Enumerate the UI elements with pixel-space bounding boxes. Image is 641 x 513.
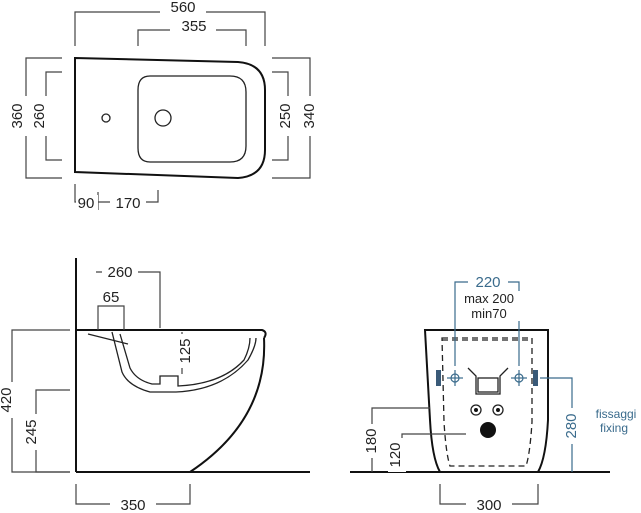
- rear-view: 220 max 200 min70 180 120 280 fissaggi f…: [350, 274, 636, 513]
- dim-560: 560: [170, 0, 195, 16]
- dim-170: 170: [115, 195, 140, 212]
- label-min-70: min70: [471, 306, 506, 321]
- label-fissaggi: fissaggi: [596, 407, 637, 421]
- side-view-body: [189, 337, 266, 473]
- side-view-bowl-inner: [119, 333, 251, 387]
- rear-view-drain: [480, 422, 496, 438]
- dim-280: 280: [563, 413, 580, 438]
- dim-180: 180: [363, 428, 380, 453]
- dim-125: 125: [177, 338, 194, 363]
- side-view: 260 65 125 420 245 350: [0, 258, 310, 513]
- fixing-marker-left: [436, 370, 441, 386]
- fixing-point-right: [511, 370, 527, 386]
- top-view-outline: [74, 56, 266, 180]
- dim-245: 245: [23, 419, 40, 444]
- dim-420: 420: [0, 387, 15, 412]
- top-view-drain: [154, 109, 172, 127]
- dim-line-65: [97, 305, 125, 330]
- side-view-rim: [76, 329, 267, 339]
- label-fixing: fixing: [600, 421, 628, 435]
- top-view-bowl: [137, 75, 247, 163]
- dim-220: 220: [475, 274, 500, 291]
- dim-120: 120: [387, 442, 404, 467]
- fixing-point-left: [447, 370, 463, 386]
- rear-view-body: [423, 329, 549, 473]
- dim-90: 90: [78, 195, 95, 212]
- dim-line-420: [11, 329, 70, 473]
- dim-300: 300: [476, 497, 501, 513]
- dim-355: 355: [181, 18, 206, 35]
- dim-260-top: 260: [31, 103, 48, 128]
- rear-view-inlet: [467, 367, 509, 395]
- top-view: 560 355 360 260 250 340 90 170: [9, 0, 320, 212]
- rear-view-hole-right: [492, 404, 504, 416]
- dim-350: 350: [120, 497, 145, 513]
- rear-view-hidden-lines: [441, 337, 533, 467]
- dim-340: 340: [301, 103, 318, 128]
- side-view-bowl: [111, 331, 257, 393]
- dim-260-side: 260: [107, 264, 132, 281]
- dim-250: 250: [277, 103, 294, 128]
- top-view-tap-hole: [101, 113, 111, 123]
- dim-65: 65: [103, 289, 120, 306]
- rear-view-hole-left: [470, 404, 482, 416]
- dim-360: 360: [9, 103, 26, 128]
- fixing-marker-right: [533, 370, 538, 386]
- label-max-200: max 200: [464, 291, 514, 306]
